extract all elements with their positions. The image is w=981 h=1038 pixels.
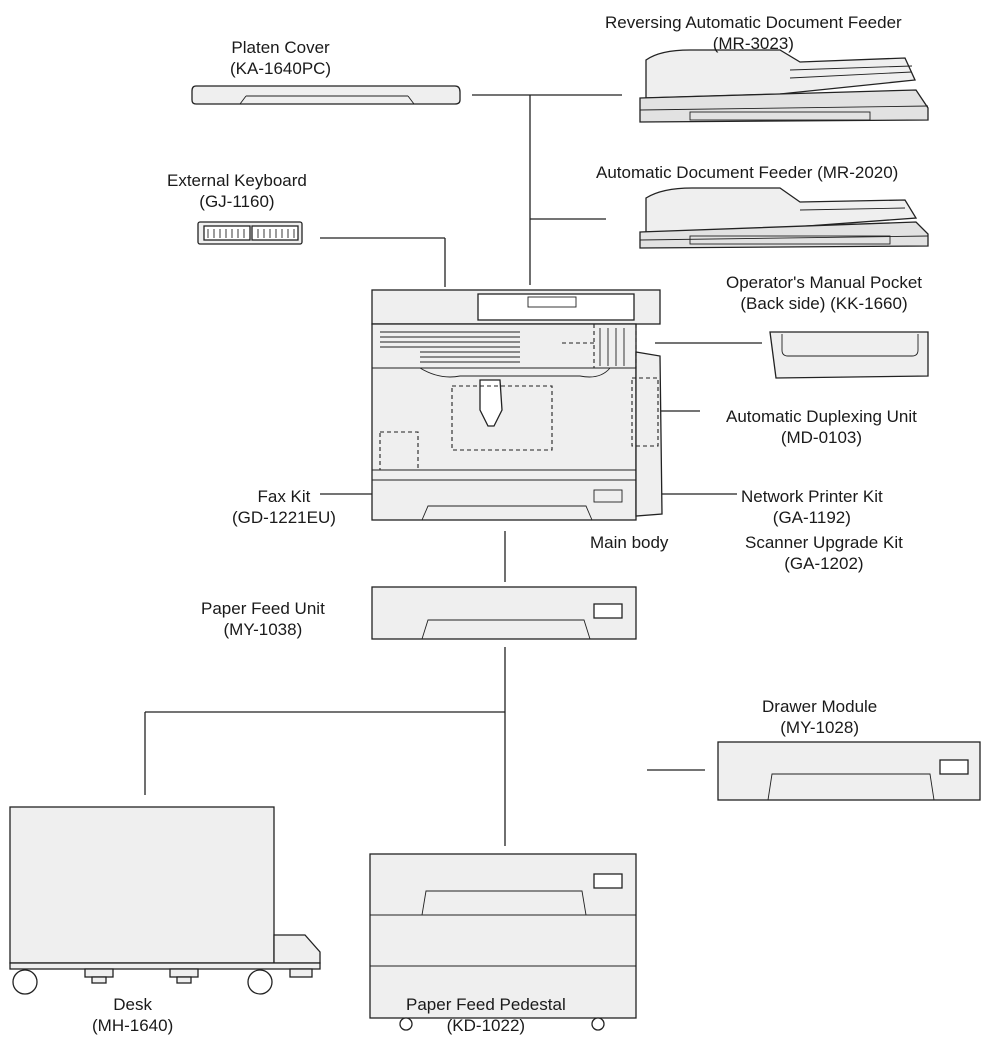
platen-cover-name: Platen Cover (231, 38, 330, 57)
manual-pocket-name: Operator's Manual Pocket (726, 273, 923, 292)
pedestal-name: Paper Feed Pedestal (406, 995, 566, 1014)
desk-label: Desk (MH-1640) (92, 994, 173, 1036)
scanner-kit-model: (GA-1202) (784, 554, 864, 573)
desk-icon (9, 806, 321, 995)
main-body-icon (371, 289, 663, 521)
fax-kit-name: Fax Kit (257, 487, 311, 506)
duplex-name: Automatic Duplexing Unit (726, 407, 917, 426)
keyboard-icon (197, 221, 303, 245)
drawer-module-model: (MY-1028) (780, 718, 859, 737)
platen-cover-model: (KA-1640PC) (230, 59, 332, 78)
manual-pocket-icon (769, 331, 929, 379)
keyboard-name: External Keyboard (167, 171, 307, 190)
network-kit-model: (GA-1192) (772, 508, 851, 527)
platen-cover-icon (191, 85, 461, 105)
adf-icon (639, 187, 929, 249)
keyboard-label: External Keyboard (GJ-1160) (167, 170, 307, 212)
adf-name: Automatic Document Feeder (MR-2020) (596, 163, 899, 182)
scanner-kit-label: Scanner Upgrade Kit (GA-1202) (745, 532, 903, 574)
pedestal-label: Paper Feed Pedestal (KD-1022) (406, 994, 566, 1036)
radf-model: (MR-3023) (712, 34, 794, 53)
paper-feed-unit-icon (371, 586, 637, 640)
drawer-module-label: Drawer Module (MY-1028) (762, 696, 877, 738)
duplex-label: Automatic Duplexing Unit (MD-0103) (726, 406, 917, 448)
main-body-name: Main body (590, 533, 669, 552)
drawer-module-icon (717, 741, 981, 801)
radf-label: Reversing Automatic Document Feeder (MR-… (605, 12, 902, 54)
desk-model: (MH-1640) (92, 1016, 174, 1035)
radf-icon (639, 49, 929, 123)
paper-feed-unit-name: Paper Feed Unit (201, 599, 325, 618)
manual-pocket-model: (Back side) (KK-1660) (740, 294, 908, 313)
desk-name: Desk (113, 995, 152, 1014)
platen-cover-label: Platen Cover (KA-1640PC) (230, 37, 331, 79)
pedestal-model: (KD-1022) (446, 1016, 526, 1035)
network-kit-label: Network Printer Kit (GA-1192) (741, 486, 883, 528)
connector-lines (144, 94, 762, 846)
fax-kit-model: (GD-1221EU) (232, 508, 336, 527)
network-kit-name: Network Printer Kit (741, 487, 883, 506)
scanner-kit-name: Scanner Upgrade Kit (745, 533, 903, 552)
paper-feed-unit-label: Paper Feed Unit (MY-1038) (201, 598, 325, 640)
fax-kit-label: Fax Kit (GD-1221EU) (232, 486, 336, 528)
paper-feed-unit-model: (MY-1038) (223, 620, 303, 639)
duplex-model: (MD-0103) (780, 428, 863, 447)
pedestal-icon (369, 853, 637, 1031)
adf-label: Automatic Document Feeder (MR-2020) (596, 162, 898, 183)
radf-name: Reversing Automatic Document Feeder (605, 13, 902, 32)
keyboard-model: (GJ-1160) (199, 192, 275, 211)
drawer-module-name: Drawer Module (762, 697, 878, 716)
main-body-label: Main body (590, 532, 668, 553)
manual-pocket-label: Operator's Manual Pocket (Back side) (KK… (726, 272, 922, 314)
